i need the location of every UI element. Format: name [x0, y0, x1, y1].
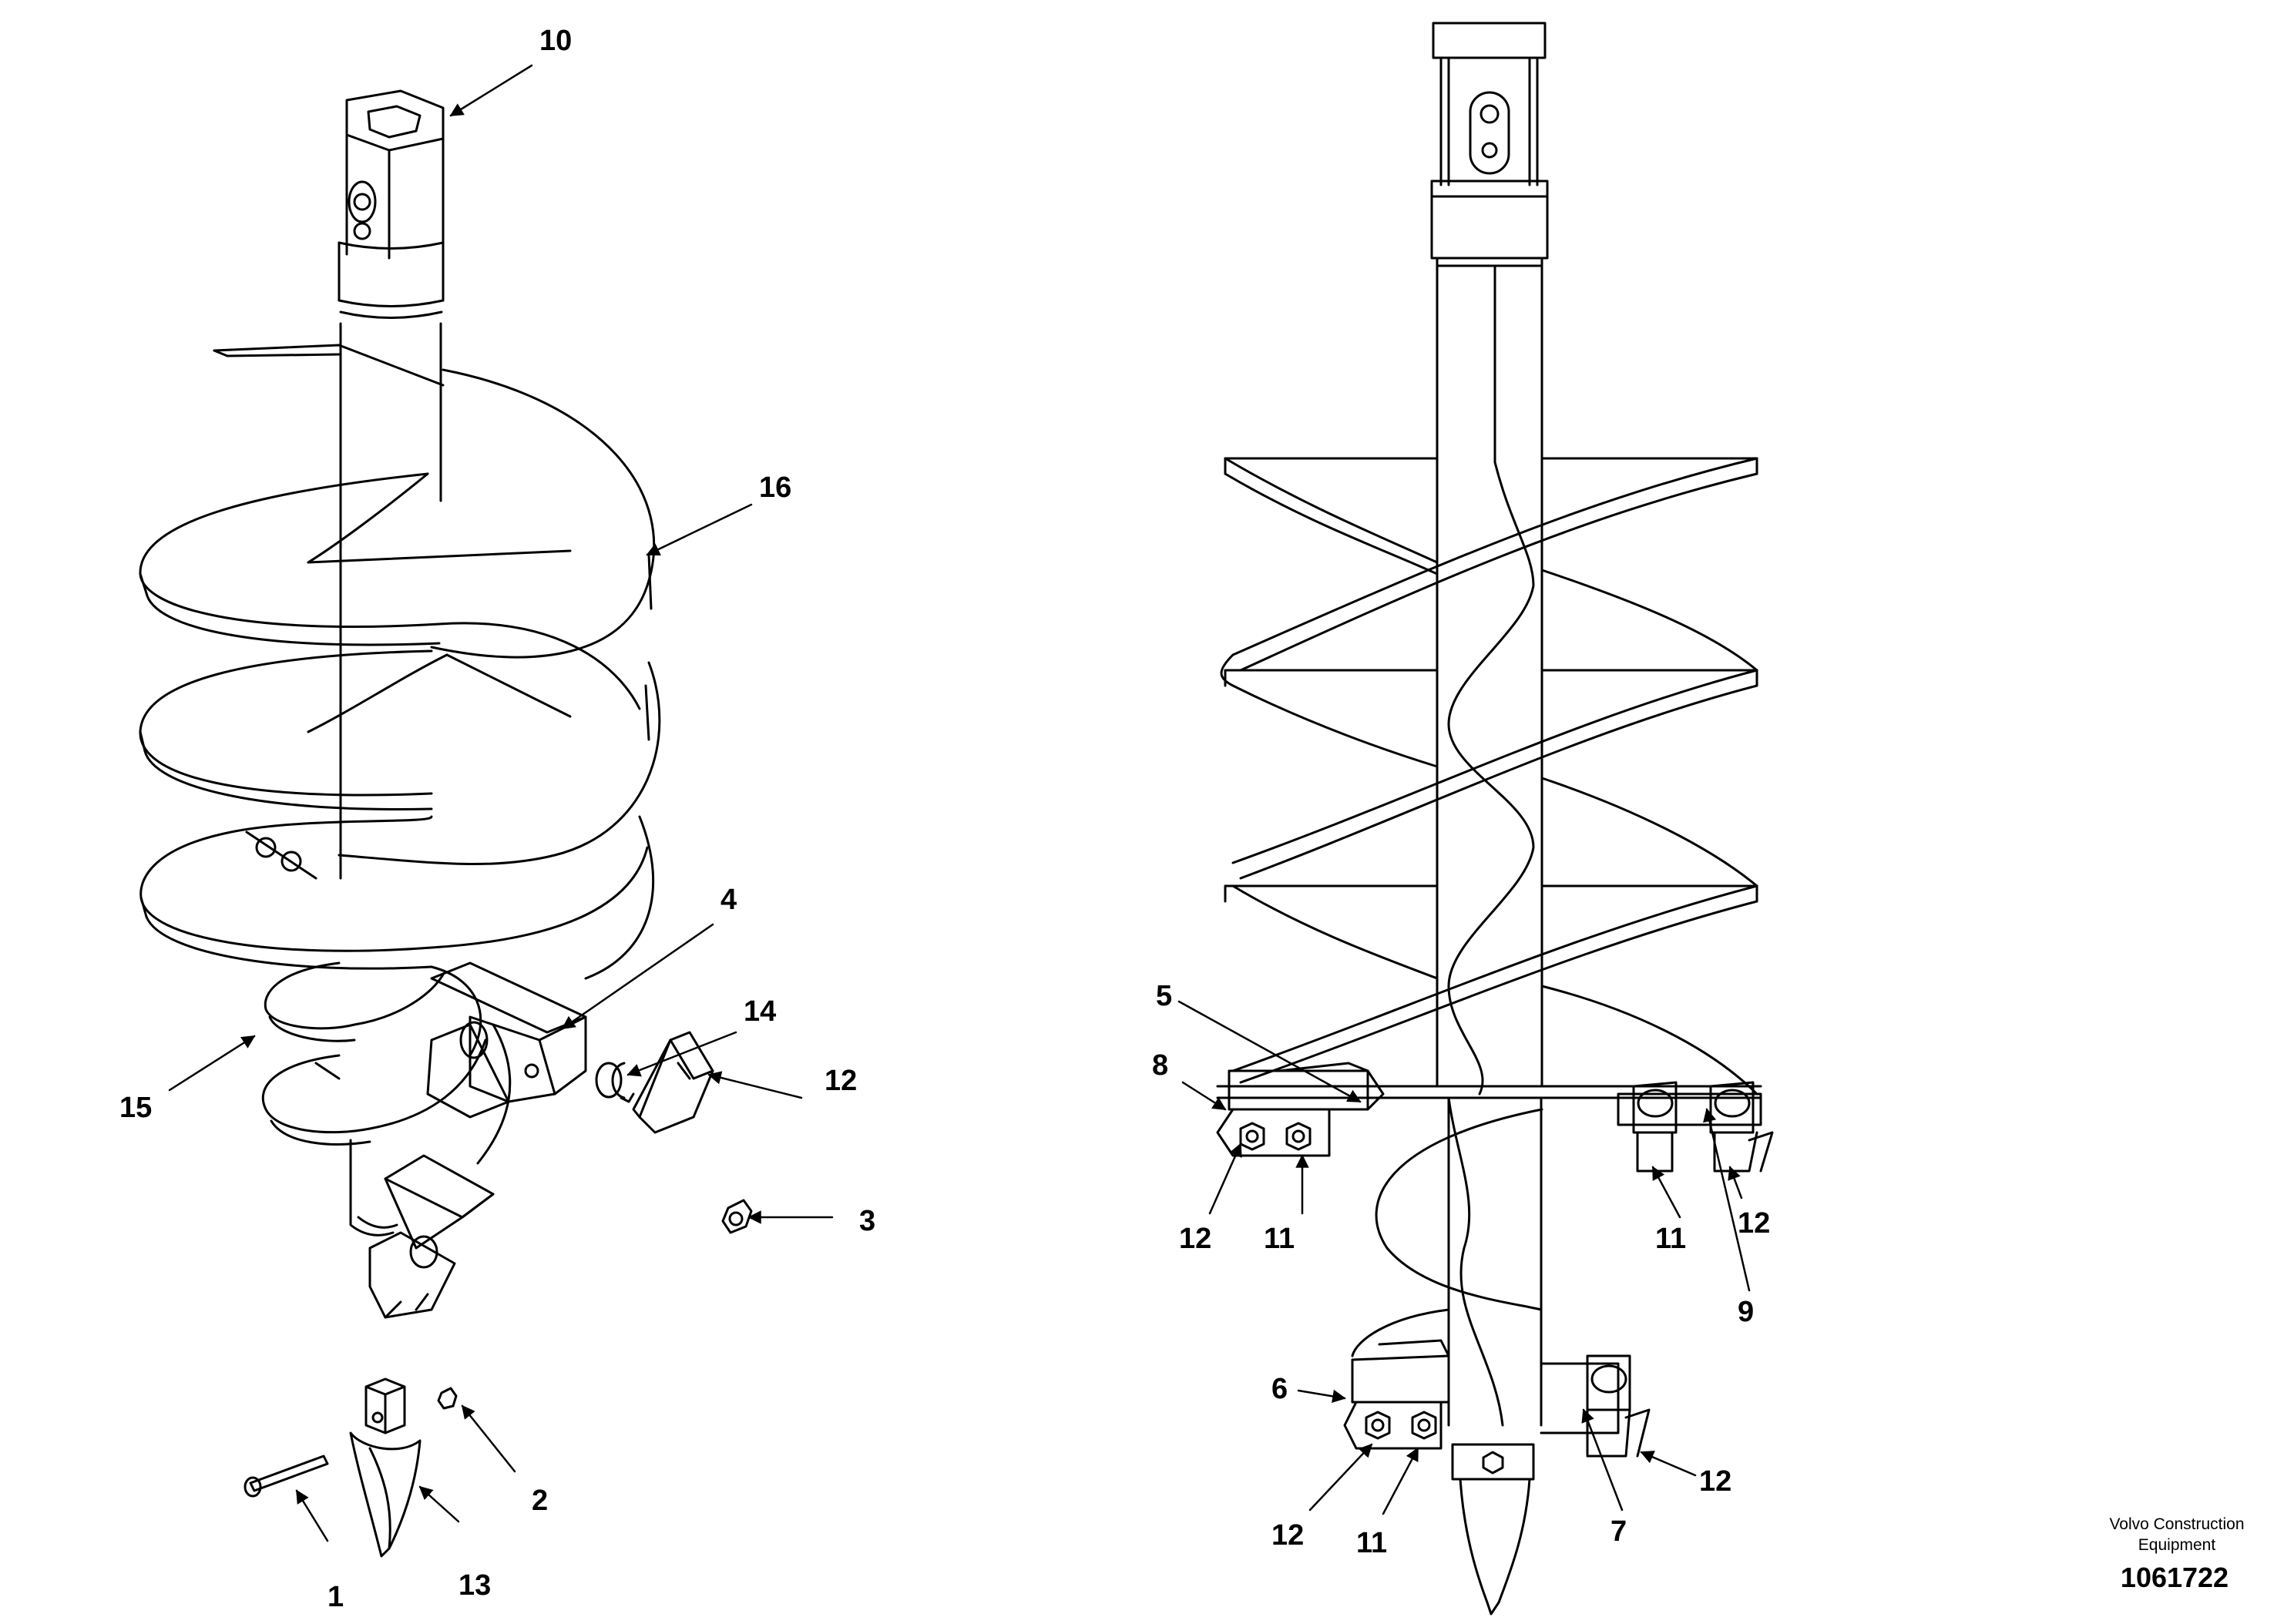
- pilot-bit-spiral: [349, 1431, 422, 1558]
- exploded-tooth-parts: [595, 1031, 753, 1234]
- cutter-bar: [1216, 1085, 1762, 1099]
- bullet-tooth-tip: [611, 1062, 626, 1099]
- callout-10: 10: [539, 25, 572, 57]
- pilot-bit-bolt: [249, 1455, 329, 1492]
- callout-14: 14: [744, 995, 776, 1028]
- callout-12-lower-left: 12: [1271, 1519, 1304, 1552]
- hex-drive-head: [345, 89, 445, 260]
- right-left-cutter-head: [1216, 1062, 1385, 1157]
- left-tooth-holder-lower: [368, 1154, 495, 1319]
- right-flighting: [1220, 457, 1758, 1096]
- callout-6: 6: [1271, 1373, 1288, 1405]
- leader-lines: [168, 64, 1751, 1542]
- callout-12-left: 12: [1179, 1223, 1211, 1255]
- callout-12-right: 12: [1738, 1207, 1770, 1240]
- right-hex-drive: [1432, 22, 1547, 186]
- pilot-bit-shank: [364, 1377, 406, 1434]
- credit-line-1: Volvo Construction: [2109, 1515, 2244, 1533]
- right-collar: [1430, 180, 1549, 267]
- left-tooth-holder-upper: [426, 961, 587, 1119]
- left-auger-assembly: [139, 89, 661, 1319]
- right-pilot-point: [1451, 1443, 1535, 1616]
- pilot-bit-nut: [437, 1387, 458, 1410]
- callout-2: 2: [532, 1485, 548, 1517]
- right-right-cutter-head: [1617, 1081, 1774, 1173]
- left-pilot-flighting: [261, 961, 512, 1236]
- document-number: 1061722: [2121, 1562, 2229, 1593]
- exploded-nut: [721, 1199, 753, 1234]
- callout-13: 13: [458, 1569, 491, 1602]
- left-flight-top-edge: [213, 344, 445, 387]
- callout-4: 4: [720, 884, 737, 916]
- credit-block: Volvo Construction Equipment 1061722: [2109, 1515, 2244, 1593]
- callout-3: 3: [859, 1205, 875, 1237]
- right-shaft: [1436, 264, 1543, 1088]
- callout-8: 8: [1152, 1049, 1168, 1082]
- callout-9: 9: [1738, 1296, 1754, 1328]
- callout-11-lower: 11: [1356, 1527, 1387, 1559]
- callout-11-left: 11: [1264, 1223, 1295, 1255]
- callout-12-top: 12: [825, 1065, 857, 1097]
- callout-labels: 10 16 4 14 12 3 15 2 13 1 5 8 12 11 11 1…: [119, 25, 1770, 1613]
- pilot-bit-group: [244, 1377, 458, 1558]
- shaft-seam: [1447, 264, 1535, 1096]
- right-auger-assembly: [1216, 22, 1774, 1616]
- callout-16: 16: [759, 471, 791, 504]
- left-collar: [338, 241, 445, 319]
- lower-flight: [1375, 1108, 1543, 1311]
- callout-1: 1: [327, 1581, 344, 1613]
- left-shaft: [339, 322, 442, 880]
- lower-cutter-head: [1343, 1339, 1651, 1458]
- callout-12-lower-right: 12: [1699, 1465, 1731, 1498]
- credit-line-2: Equipment: [2138, 1536, 2216, 1554]
- callout-7: 7: [1611, 1515, 1627, 1548]
- left-flighting: [139, 368, 661, 980]
- callout-5: 5: [1156, 980, 1172, 1012]
- callout-15: 15: [119, 1092, 152, 1124]
- callout-11-right: 11: [1655, 1223, 1686, 1255]
